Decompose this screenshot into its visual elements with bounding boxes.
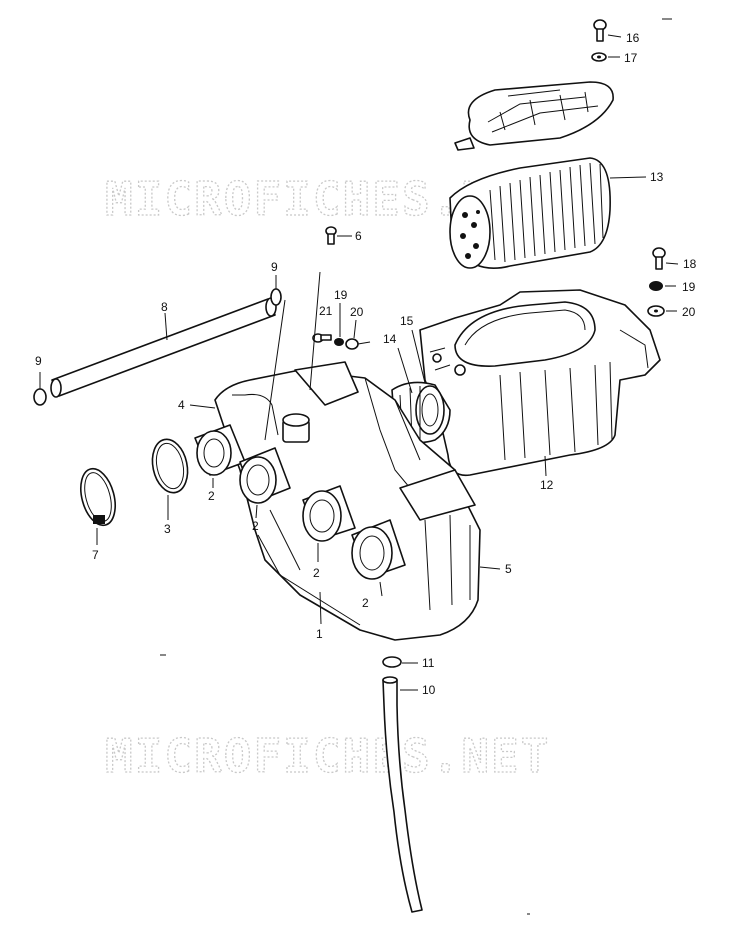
callout-11: 11 [422, 656, 435, 670]
washer-20-right [647, 305, 677, 317]
callout-21: 21 [319, 304, 333, 318]
washer-20-left [345, 319, 371, 350]
callout-20-left: 20 [350, 305, 364, 319]
callout-20-right: 20 [682, 305, 696, 319]
callout-16: 16 [626, 31, 640, 45]
callout-5: 5 [505, 562, 512, 576]
callout-2d: 2 [362, 596, 369, 610]
callout-14: 14 [383, 332, 397, 346]
joint-2b [239, 447, 291, 519]
clamp-7 [80, 467, 116, 545]
callout-4: 4 [178, 398, 185, 412]
callout-13: 13 [650, 170, 664, 184]
callout-15: 15 [400, 314, 414, 328]
callout-2a: 2 [208, 489, 215, 503]
callout-10: 10 [422, 683, 436, 697]
callout-3: 3 [164, 522, 171, 536]
washer-17 [591, 52, 620, 62]
callout-12: 12 [540, 478, 554, 492]
callout-19-left: 19 [334, 288, 348, 302]
clamp-9-right [270, 275, 282, 306]
callout-8: 8 [161, 300, 168, 314]
watermark-bottom: MICROFICHES.NET [105, 729, 550, 783]
callout-18: 18 [683, 257, 697, 271]
bolt-6 [325, 226, 352, 245]
callout-6: 6 [355, 229, 362, 243]
bolt-16 [593, 19, 622, 42]
clamp-9-left [33, 372, 47, 406]
bolt-21 [312, 333, 332, 343]
callout-17: 17 [624, 51, 638, 65]
joint-2a [194, 424, 246, 488]
leader-4 [189, 404, 216, 409]
joint-2d [351, 519, 406, 597]
callout-9-left: 9 [35, 354, 42, 368]
callout-2b: 2 [252, 519, 259, 533]
leader-5 [479, 566, 501, 570]
band-3 [151, 438, 189, 520]
drain-tube-10 [382, 676, 423, 913]
grommet-19-right [649, 281, 676, 291]
air-cleaner-case-12 [419, 289, 661, 477]
callout-9-right: 9 [271, 260, 278, 274]
washer-11 [382, 656, 418, 668]
filter-element-13 [449, 157, 647, 269]
callout-2c: 2 [313, 566, 320, 580]
grommet-19-left [334, 303, 344, 346]
callout-19-right: 19 [682, 280, 696, 294]
callout-7: 7 [92, 548, 99, 562]
bolt-18 [652, 247, 679, 270]
callout-1: 1 [316, 627, 323, 641]
filter-cover-plate [454, 81, 614, 151]
joint-2c [302, 485, 356, 562]
